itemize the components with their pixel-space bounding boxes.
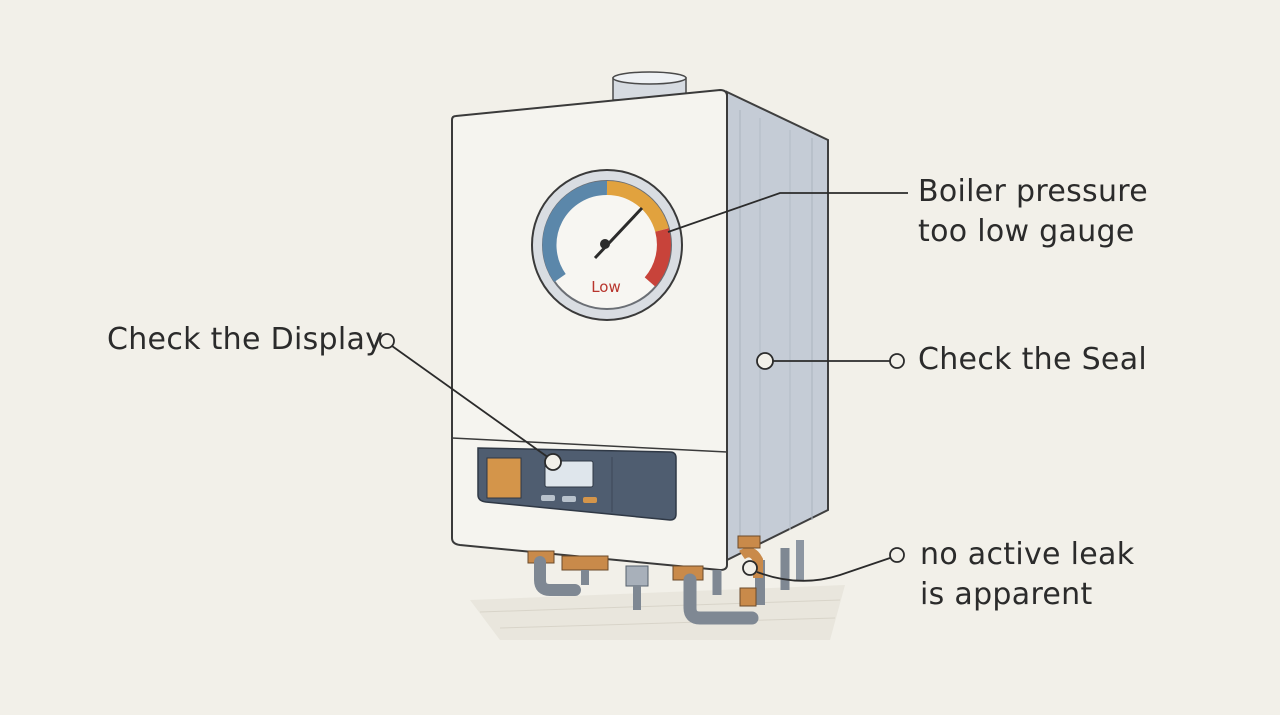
leak-callout-marker-start — [742, 560, 758, 576]
control-button-3 — [583, 497, 597, 503]
callout-lines — [379, 192, 908, 582]
control-button-2 — [562, 496, 576, 502]
gauge-cold-zone — [542, 180, 608, 283]
orange-panel — [486, 457, 522, 499]
callout-gauge-line-2: too low gauge — [918, 214, 1135, 249]
display-callout-marker-start — [379, 333, 395, 349]
callout-leak-label: no active leak is apparent — [920, 535, 1134, 615]
display-callout-marker-end — [544, 453, 562, 471]
gauge-low-label: Low — [591, 278, 621, 296]
callout-leak-line-1: no active leak — [920, 537, 1135, 572]
gauge-mid-zone — [606, 181, 669, 233]
callout-display-label: Check the Display — [107, 322, 384, 357]
gauge-low-warning-zone — [644, 228, 671, 287]
gauge-needle — [593, 206, 644, 260]
callout-leak-line-2: is apparent — [920, 577, 1093, 612]
leak-callout-marker-end — [889, 547, 905, 563]
seal-callout-marker-start — [756, 352, 774, 370]
boiler-side-panel — [726, 90, 829, 562]
floor-shadow — [470, 585, 845, 640]
callout-seal-label: Check the Seal — [918, 342, 1148, 377]
valve-body — [625, 565, 649, 587]
callout-gauge-label: Boiler pressure too low gauge — [918, 172, 1148, 252]
pipework — [527, 535, 804, 625]
callout-gauge-line-1: Boiler pressure — [918, 174, 1149, 209]
seal-callout-marker-end — [889, 353, 905, 369]
control-button-1 — [541, 495, 555, 501]
pressure-gauge: Low — [531, 169, 683, 321]
